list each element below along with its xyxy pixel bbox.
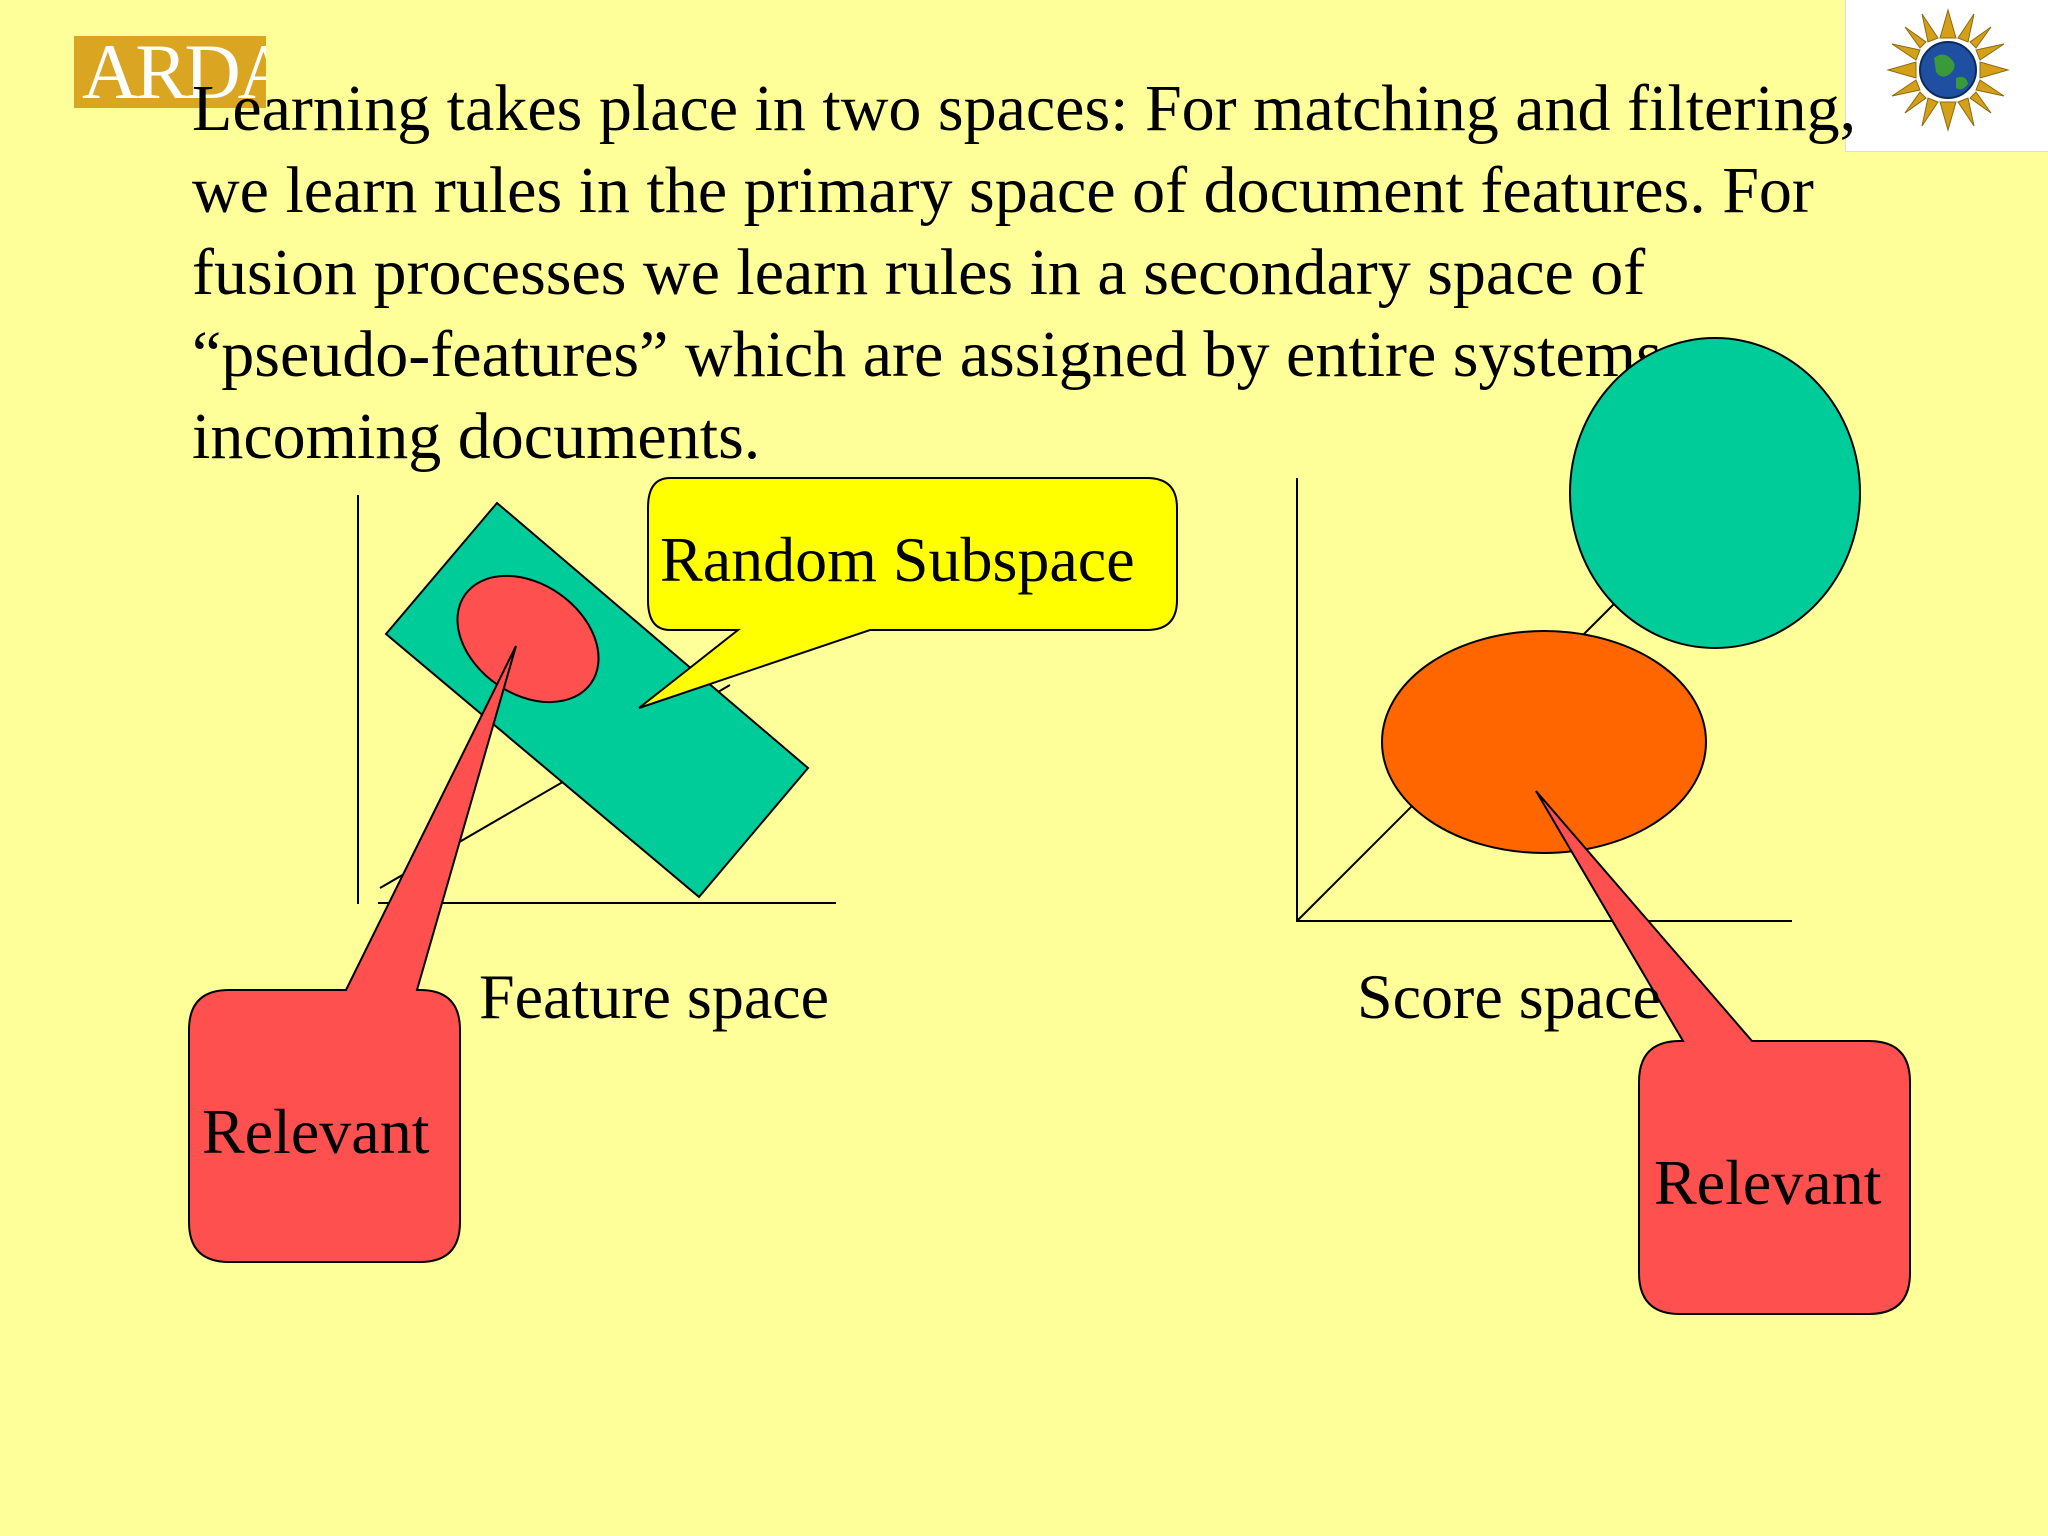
relevant-right-callout-shape [1535,790,1911,1315]
relevant-left-callout-shape [188,645,517,1263]
score-space-caption: Score space [1357,961,1661,1032]
globe-logo [1845,0,2048,152]
globe-icon [1886,8,2010,132]
slide-body-text: Learning takes place in two spaces: For … [192,72,1857,473]
relevant-left-label: Relevant [202,1096,430,1167]
feature-space-caption: Feature space [479,961,830,1032]
score-space-teal-circle [1569,337,1861,649]
random-subspace-callout-shape [638,477,1178,709]
arda-logo-text: ARDA [82,36,266,108]
random-subspace-label: Random Subspace [660,524,1135,595]
relevant-right-label: Relevant [1654,1147,1882,1218]
score-space-orange-ellipse [1381,630,1707,854]
arda-logo: ARDA [74,36,266,108]
